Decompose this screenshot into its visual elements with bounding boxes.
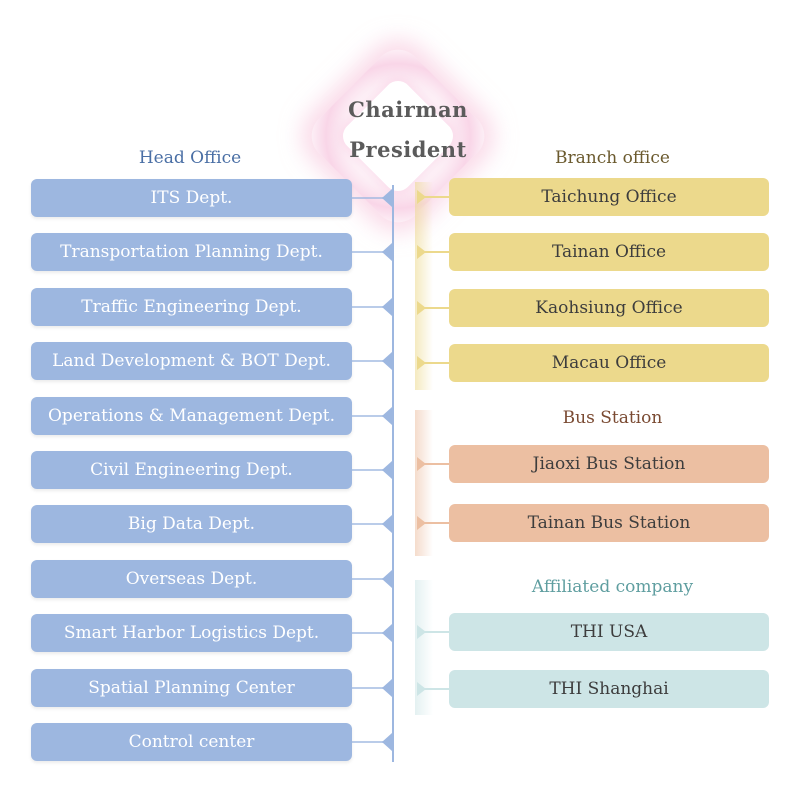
chairman-label: Chairman: [348, 97, 468, 122]
head-office-box: Big Data Dept.: [31, 505, 352, 544]
right-connector-line: [417, 196, 449, 198]
right-arrow-icon: [417, 457, 426, 471]
branch-office-box: Tainan Office: [449, 233, 769, 271]
head-arrow-icon: [382, 243, 392, 262]
head-arrow-icon: [382, 569, 392, 588]
head-office-box: Transportation Planning Dept.: [31, 233, 352, 272]
head-office-box: Operations & Management Dept.: [31, 396, 352, 435]
head-arrow-icon: [382, 189, 392, 207]
head-connector-line: [352, 251, 392, 254]
bus-station-box: Jiaoxi Bus Station: [449, 445, 769, 483]
affiliated-company-trunk-line: [415, 580, 433, 715]
branch-office-box: Kaohsiung Office: [449, 289, 769, 327]
head-connector-line: [352, 305, 392, 308]
right-connector-line: [417, 307, 449, 309]
head-connector-line: [352, 414, 392, 417]
right-connector-line: [417, 251, 449, 253]
branch-office-trunk-line: [415, 182, 433, 390]
branch-office-label: Branch office: [555, 148, 670, 168]
head-office-box: Overseas Dept.: [31, 559, 352, 598]
head-arrow-icon: [382, 406, 392, 425]
head-office-box: Smart Harbor Logistics Dept.: [31, 614, 352, 653]
right-connector-line: [417, 688, 449, 690]
affiliated-company-box: THI USA: [449, 613, 769, 651]
right-arrow-icon: [417, 190, 426, 204]
right-arrow-icon: [417, 516, 426, 530]
right-arrow-icon: [417, 245, 426, 259]
right-arrow-icon: [417, 682, 426, 696]
affiliated-company-label: Affiliated company: [531, 577, 694, 597]
head-arrow-icon: [382, 624, 392, 643]
bus-station-box: Tainan Bus Station: [449, 504, 769, 542]
right-connector-line: [417, 522, 449, 524]
head-arrow-icon: [382, 678, 392, 697]
head-office-box: Spatial Planning Center: [31, 668, 352, 707]
right-connector-line: [417, 362, 449, 364]
right-arrow-icon: [417, 301, 426, 315]
head-office-box: Land Development & BOT Dept.: [31, 342, 352, 381]
branch-office-box: Taichung Office: [449, 178, 769, 216]
bus-station-label: Bus Station: [562, 408, 663, 428]
president-label: President: [349, 137, 467, 162]
head-connector-line: [352, 197, 392, 199]
head-office-box: Control center: [31, 723, 352, 761]
head-arrow-icon: [382, 297, 392, 316]
head-arrow-icon: [382, 352, 392, 371]
head-arrow-icon: [382, 461, 392, 479]
head-office-box: ITS Dept.: [31, 179, 352, 217]
head-connector-line: [352, 469, 392, 471]
head-trunk-line: [392, 185, 394, 762]
right-connector-line: [417, 631, 449, 633]
head-connector-line: [352, 686, 392, 689]
head-arrow-icon: [382, 733, 392, 751]
right-connector-line: [417, 463, 449, 465]
head-office-box: Traffic Engineering Dept.: [31, 287, 352, 326]
bus-station-trunk-line: [415, 410, 433, 556]
right-arrow-icon: [417, 356, 426, 370]
branch-office-box: Macau Office: [449, 344, 769, 382]
head-connector-line: [352, 577, 392, 580]
head-office-box: Civil Engineering Dept.: [31, 451, 352, 489]
head-connector-line: [352, 632, 392, 635]
head-connector-line: [352, 360, 392, 363]
head-connector-line: [352, 741, 392, 743]
affiliated-company-box: THI Shanghai: [449, 670, 769, 708]
head-office-label: Head Office: [138, 148, 242, 168]
right-arrow-icon: [417, 625, 426, 639]
head-connector-line: [352, 523, 392, 526]
top-node: Chairman President: [328, 90, 488, 170]
head-arrow-icon: [382, 515, 392, 534]
